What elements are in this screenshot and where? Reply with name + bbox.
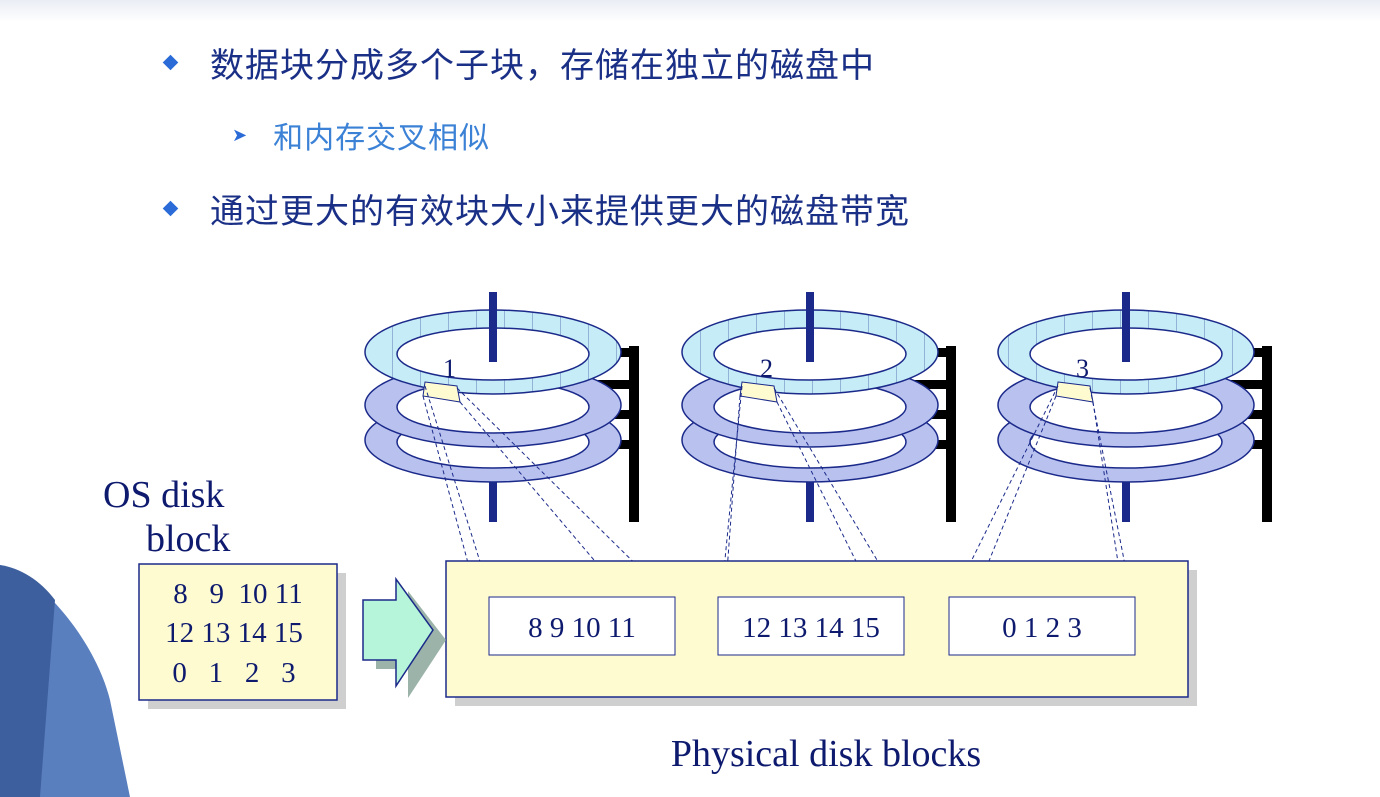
actuator-post (946, 346, 956, 522)
bullet-text: 通过更大的有效块大小来提供更大的磁盘带宽 (210, 192, 910, 232)
disk-number-label: 2 (760, 354, 773, 383)
spindle (1122, 292, 1130, 362)
physical-block-chunk (488, 596, 676, 656)
os-block-row: 8 9 10 11 (173, 578, 302, 610)
bullet-text: 数据块分成多个子块，存储在独立的磁盘中 (210, 46, 875, 86)
physical-disk-blocks-label: Physical disk blocks (671, 733, 981, 775)
presenter-shadow (0, 565, 55, 797)
projection-line (456, 387, 673, 601)
slide-top-bar (0, 0, 1380, 22)
physical-block-chunk-label: 8 9 10 11 (528, 612, 636, 644)
os-block-row: 0 1 2 3 (172, 657, 295, 689)
sub-bullet-item: ➤ 和内存交叉相似 (232, 113, 490, 157)
os-disk-label-line1: OS disk (103, 474, 224, 516)
actuator-arm (1226, 380, 1272, 389)
physical-block-chunk (717, 596, 905, 656)
physical-block-chunk (948, 596, 1136, 656)
spindle (489, 292, 497, 362)
disk-stack: 3 (951, 292, 1272, 653)
projection-line (1089, 387, 1133, 601)
actuator-post (1262, 346, 1272, 522)
arrow-bullet-icon: ➤ (232, 124, 248, 146)
bullet-item: 通过更大的有效块大小来提供更大的磁盘带宽 (162, 184, 910, 233)
projection-line (720, 385, 743, 601)
disk-stack: 2 (681, 292, 956, 653)
os-disk-block (138, 563, 338, 701)
bullet-item: 数据块分成多个子块，存储在独立的磁盘中 (162, 38, 875, 87)
disk-number-label: 1 (443, 354, 456, 383)
right-arrow-icon (362, 576, 434, 689)
actuator-arm (910, 380, 956, 389)
sub-bullet-text: 和内存交叉相似 (273, 121, 491, 156)
disk-stack: 1 (364, 292, 673, 653)
projection-line (424, 385, 493, 601)
physical-block-chunk-label: 0 1 2 3 (1002, 612, 1082, 644)
actuator-post (629, 346, 639, 522)
os-block-row: 12 13 14 15 (165, 617, 303, 649)
disk-number-label: 3 (1076, 354, 1089, 383)
physical-block-chunk-label: 12 13 14 15 (742, 612, 880, 644)
spindle (806, 292, 814, 362)
actuator-arm (593, 380, 639, 389)
os-disk-label-line2: block (146, 518, 230, 560)
